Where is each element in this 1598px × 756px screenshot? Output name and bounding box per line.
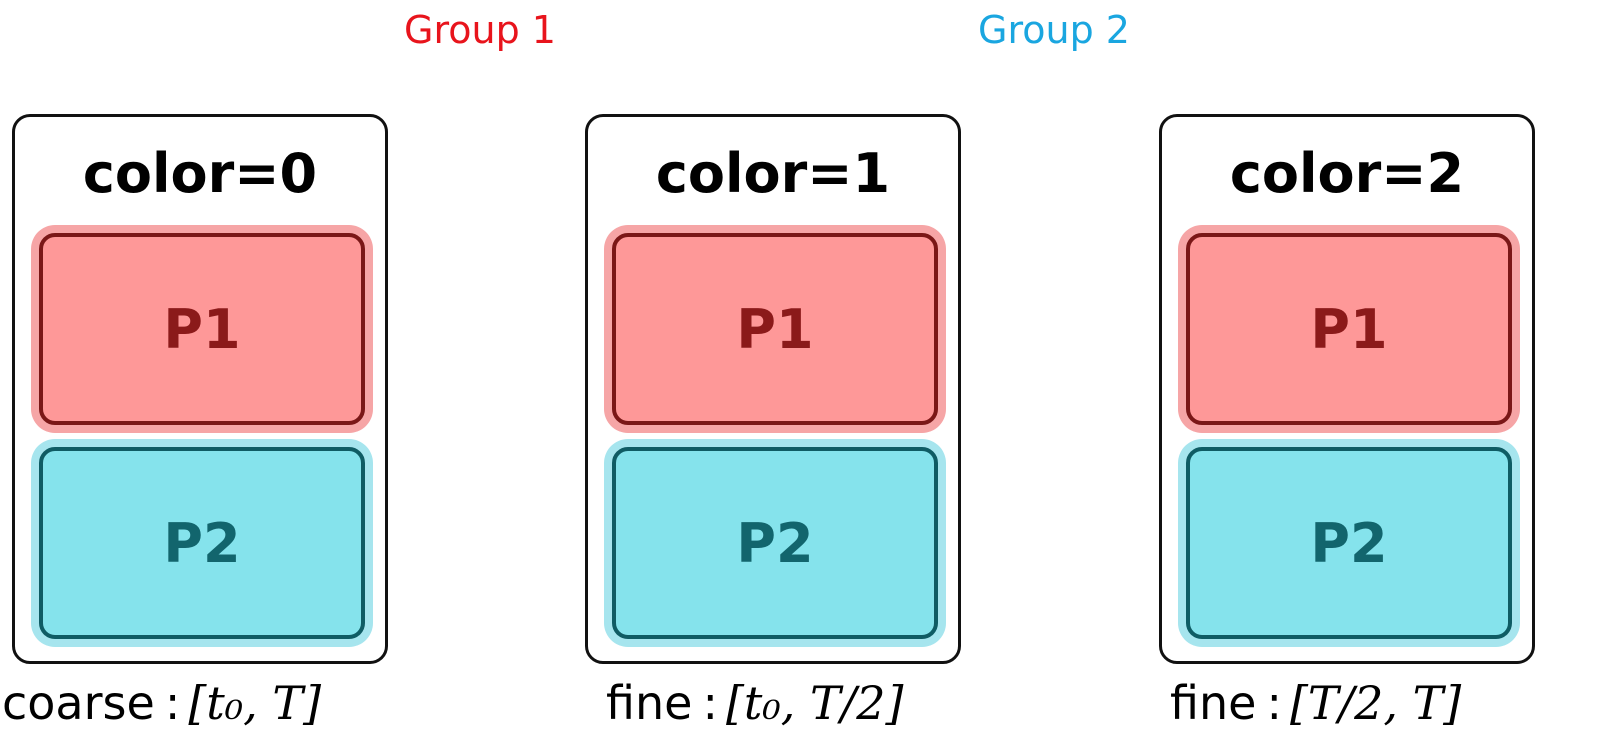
color-2-title: color=2 — [1229, 142, 1465, 205]
group-2-label: Group 2 — [978, 8, 1130, 52]
color-0-p2-label: P2 — [39, 447, 365, 639]
color-2-box: color=2 P1 P2 — [1159, 114, 1535, 664]
color-1-p1-label: P1 — [612, 233, 938, 425]
color-0-p1-block: P1 — [31, 225, 373, 433]
color-1-range-interval: [t₀, T/2] — [725, 676, 904, 730]
color-1-box: color=1 P1 P2 — [585, 114, 961, 664]
color-2-range-type: fine — [1170, 676, 1257, 730]
color-2-p2-block: P2 — [1178, 439, 1520, 647]
color-0-range-interval: [t₀, T] — [188, 676, 322, 730]
color-2-time-range: fine:[T/2, T] — [1170, 676, 1461, 731]
color-0-p2-block: P2 — [31, 439, 373, 647]
color-0-time-range: coarse:[t₀, T] — [2, 676, 321, 731]
color-2-range-interval: [T/2, T] — [1289, 676, 1462, 730]
color-2-p2-label: P2 — [1186, 447, 1512, 639]
color-1-p2-label: P2 — [612, 447, 938, 639]
color-2-p1-label: P1 — [1186, 233, 1512, 425]
color-1-range-type: fine — [606, 676, 693, 730]
color-2-p1-block: P1 — [1178, 225, 1520, 433]
color-1-p2-block: P2 — [604, 439, 946, 647]
color-0-title: color=0 — [82, 142, 318, 205]
color-2-range-separator: : — [1266, 676, 1282, 730]
color-0-p1-label: P1 — [39, 233, 365, 425]
color-0-box: color=0 P1 P2 — [12, 114, 388, 664]
color-0-range-separator: : — [164, 676, 181, 730]
group-1-label: Group 1 — [404, 8, 556, 52]
color-1-title: color=1 — [655, 142, 891, 205]
color-1-time-range: fine:[t₀, T/2] — [606, 676, 903, 731]
color-0-range-type: coarse — [2, 676, 155, 730]
color-1-p1-block: P1 — [604, 225, 946, 433]
color-1-range-separator: : — [702, 676, 718, 730]
